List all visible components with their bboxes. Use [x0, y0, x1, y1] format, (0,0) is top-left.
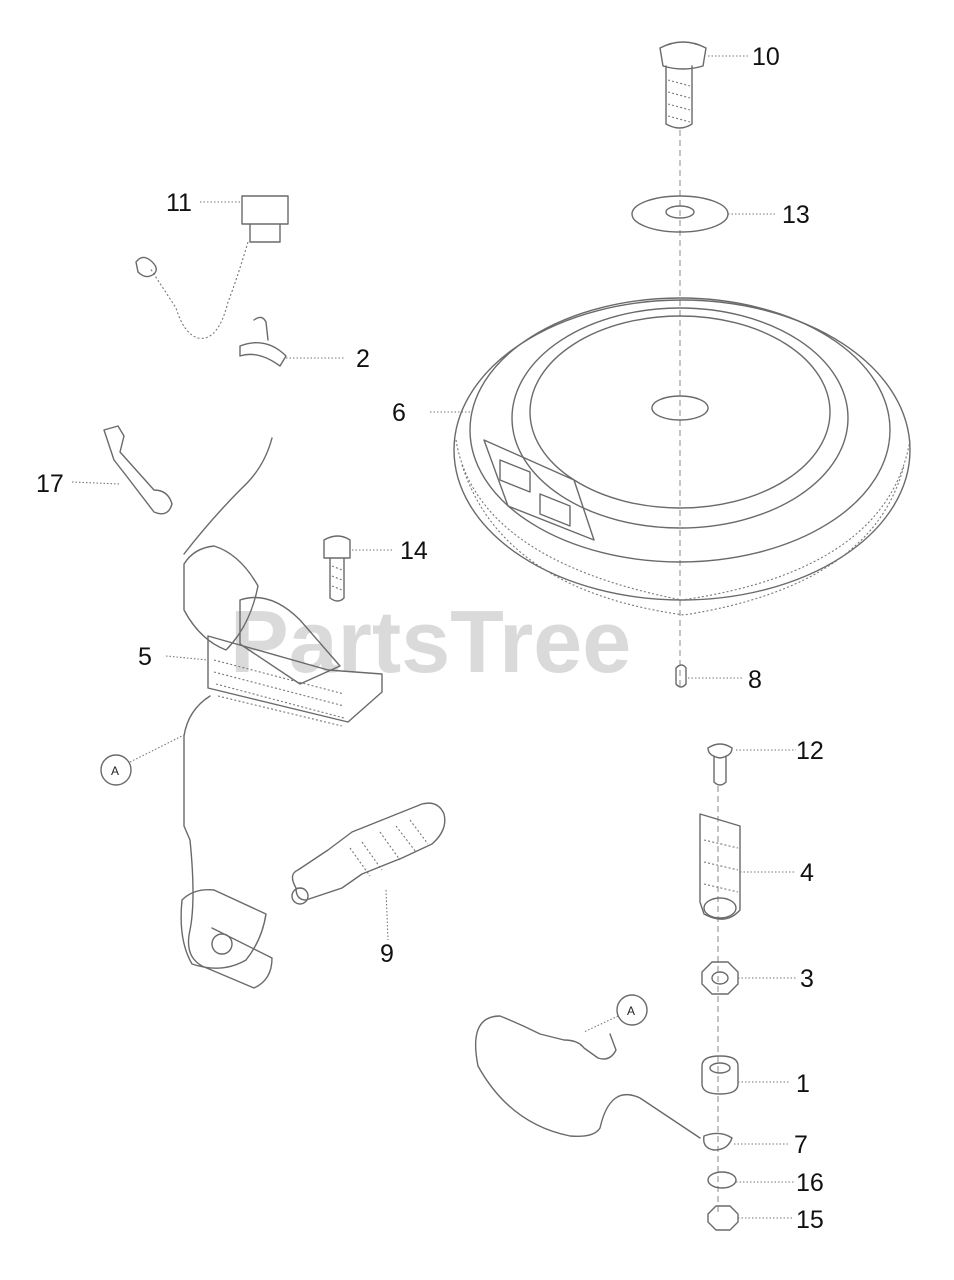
- callout-13[interactable]: 13: [782, 201, 810, 229]
- svg-text:A: A: [111, 764, 119, 778]
- callout-4[interactable]: 4: [800, 859, 814, 887]
- callout-15[interactable]: 15: [796, 1206, 824, 1234]
- callout-3[interactable]: 3: [800, 965, 814, 993]
- callout-10[interactable]: 10: [752, 43, 780, 71]
- callout-7[interactable]: 7: [794, 1131, 808, 1159]
- part-10-flywheel-bolt[interactable]: [659, 41, 707, 129]
- callout-16[interactable]: 16: [796, 1169, 824, 1197]
- part-12-screw[interactable]: [707, 743, 733, 786]
- callout-5[interactable]: 5: [138, 643, 152, 671]
- part-1-spacer[interactable]: [701, 1055, 739, 1095]
- callout-11[interactable]: 11: [166, 189, 192, 217]
- svg-text:A: A: [627, 1004, 635, 1018]
- callout-1[interactable]: 1: [796, 1070, 810, 1098]
- part-14-module-screw[interactable]: [323, 535, 351, 602]
- callout-12[interactable]: 12: [796, 737, 824, 765]
- part-4-bracket[interactable]: [699, 813, 741, 920]
- callout-9[interactable]: 9: [380, 940, 394, 968]
- part-15-nut[interactable]: [707, 1205, 739, 1231]
- reference-a-lower: A: [583, 994, 648, 1033]
- leader-lines: [71, 55, 796, 1219]
- part-3-nut[interactable]: [701, 961, 739, 995]
- part-9-spark-plug[interactable]: [291, 802, 446, 905]
- callout-14[interactable]: 14: [400, 537, 428, 565]
- callout-8[interactable]: 8: [748, 666, 762, 694]
- part-2-wire-clip[interactable]: [239, 316, 287, 367]
- callout-2[interactable]: 2: [356, 345, 370, 373]
- watermark: PartsTree: [230, 592, 631, 691]
- part-5-ignition-module[interactable]: [180, 437, 383, 989]
- part-6-flywheel[interactable]: [453, 297, 911, 616]
- callout-17[interactable]: 17: [36, 470, 64, 498]
- reference-a-upper: A: [100, 733, 187, 786]
- part-8-flywheel-key[interactable]: [675, 664, 687, 688]
- callout-6[interactable]: 6: [392, 399, 406, 427]
- callout-labels: 10 13 11 2 6 17 14 5 8 12 4 9 3 1 7 16 1…: [36, 43, 824, 1234]
- part-17-ground-terminal[interactable]: [103, 425, 173, 515]
- part-11-connector-wire[interactable]: [135, 195, 289, 339]
- part-7-ground-wire[interactable]: [474, 1015, 733, 1151]
- part-16-washer[interactable]: [707, 1171, 737, 1189]
